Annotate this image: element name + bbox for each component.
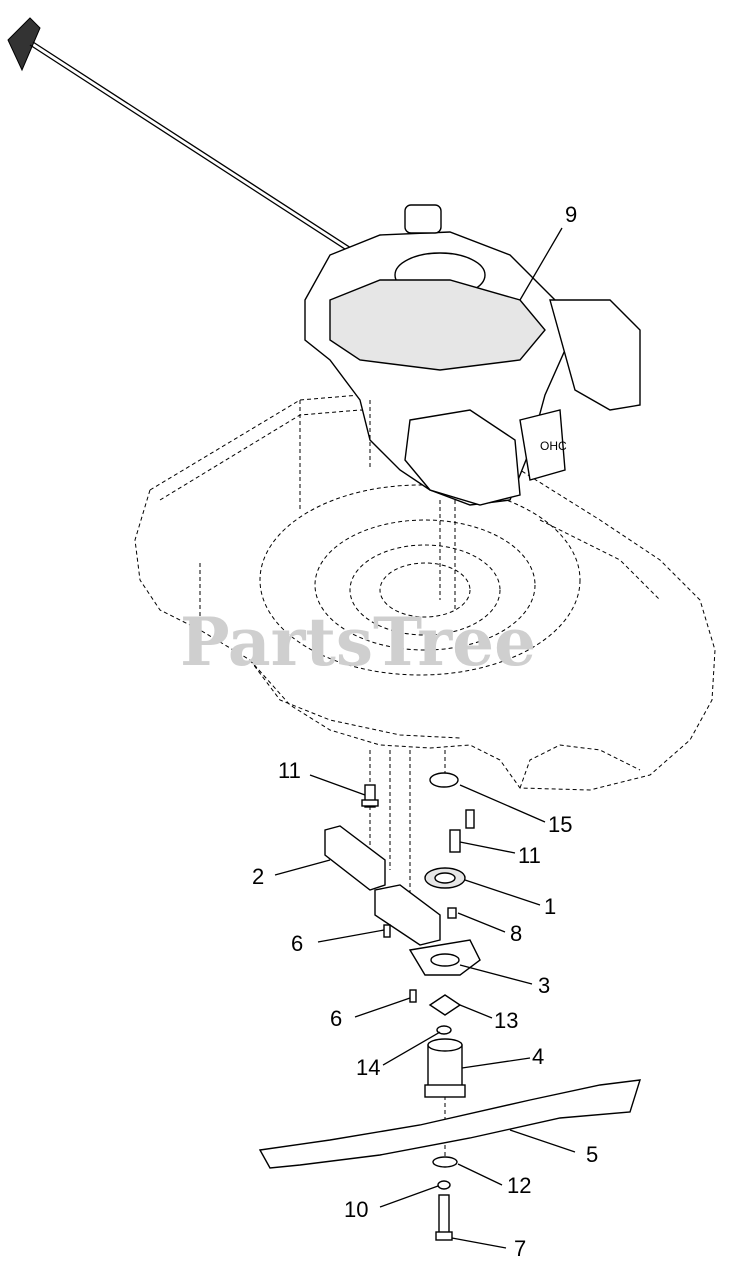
callout-6: 6 xyxy=(291,931,303,956)
part-10-lockwasher xyxy=(437,1180,451,1190)
part-2-bracket-2 xyxy=(374,884,441,946)
callout-11: 11 xyxy=(278,758,301,783)
callout-14: 14 xyxy=(356,1055,380,1080)
part-4-blade-adapter xyxy=(424,1038,466,1098)
part-8-key xyxy=(447,907,457,919)
starter-rope xyxy=(7,17,389,276)
part-5-blade xyxy=(258,1079,641,1169)
part-6-screw-2 xyxy=(409,989,417,1003)
part-7-bolt xyxy=(435,1194,453,1241)
part-12-washer xyxy=(432,1156,458,1168)
callout-4: 4 xyxy=(532,1044,544,1069)
callout-11-second: 11 xyxy=(518,843,541,868)
callout-9: 9 xyxy=(565,202,577,227)
part-1-bearing xyxy=(424,867,466,889)
callout-3: 3 xyxy=(538,973,550,998)
callout-2: 2 xyxy=(252,864,264,889)
callout-1: 1 xyxy=(544,894,556,919)
callout-7: 7 xyxy=(514,1236,526,1261)
watermark-text: PartsTree xyxy=(180,603,536,681)
callout-5: 5 xyxy=(586,1142,598,1167)
part-11-bolt xyxy=(361,784,379,808)
callout-8: 8 xyxy=(510,921,522,946)
part-11-bolt-2 xyxy=(449,809,475,853)
part-6-screw xyxy=(383,924,391,938)
callout-12: 12 xyxy=(507,1173,531,1198)
callout-6-second: 6 xyxy=(330,1006,342,1031)
callout-15: 15 xyxy=(548,812,572,837)
engine-badge: OHC xyxy=(540,439,567,453)
callout-labels: 9 11 15 11 2 1 8 6 3 6 13 14 4 5 10 12 7 xyxy=(252,202,598,1261)
callout-13: 13 xyxy=(494,1008,518,1033)
part-15-seal xyxy=(429,772,459,788)
part-2-bracket xyxy=(324,825,386,891)
engine: OHC xyxy=(304,204,641,610)
part-14-lockwasher xyxy=(436,1025,452,1035)
part-13-washer xyxy=(428,994,462,1016)
callout-10: 10 xyxy=(344,1197,368,1222)
leader-lines xyxy=(274,227,576,1249)
